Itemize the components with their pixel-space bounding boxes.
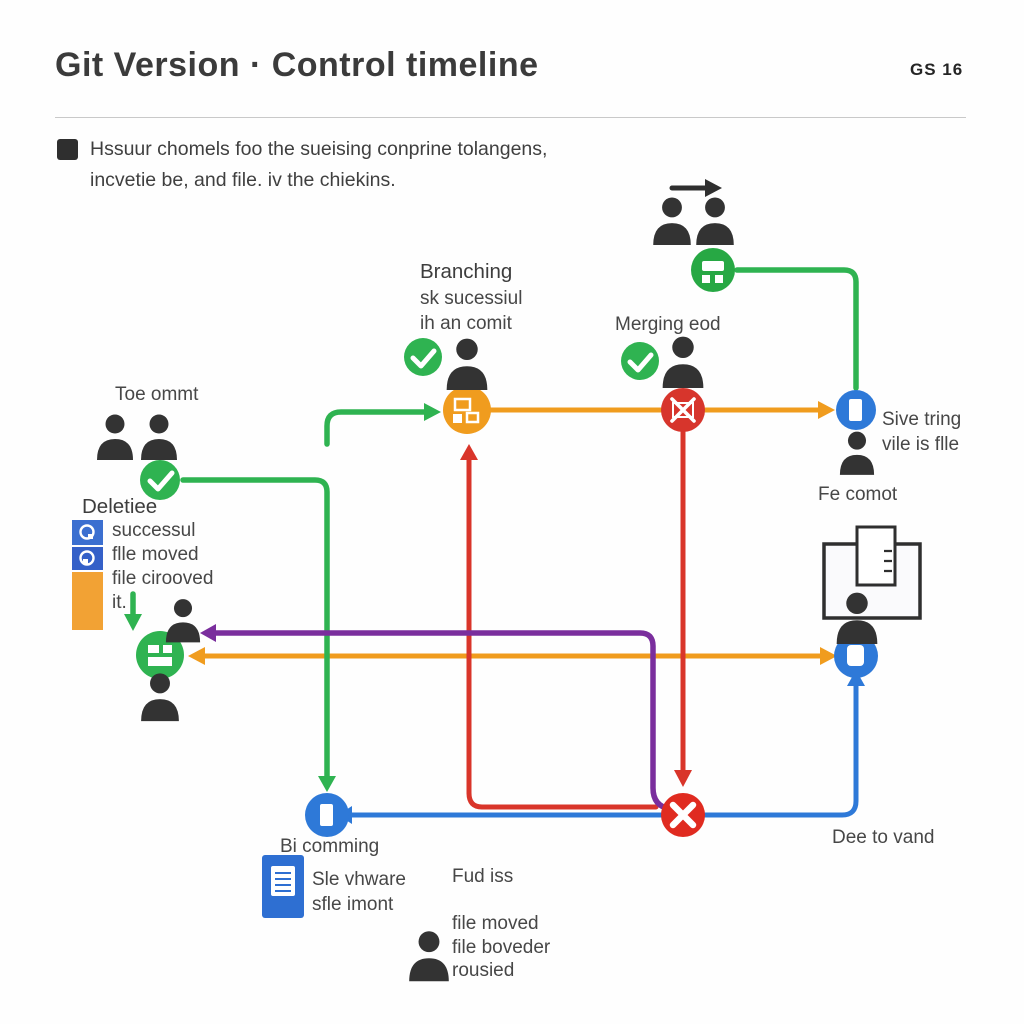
legend-color-bar bbox=[72, 520, 103, 630]
label-delete-item-2: flle moved bbox=[112, 544, 199, 565]
check-node-merge bbox=[621, 342, 659, 380]
label-delete-item-3: file cirooved bbox=[112, 568, 214, 589]
person-icon bbox=[446, 338, 488, 390]
monitor-with-document bbox=[822, 525, 922, 620]
check-node-branch bbox=[404, 338, 442, 376]
legend-line-2: incvetie be, and file. iv the chiekins. bbox=[90, 169, 396, 191]
person-icon bbox=[662, 336, 704, 388]
refresh-glyph-icon bbox=[79, 550, 95, 566]
purple-merge-back-line bbox=[200, 624, 673, 812]
person-icon bbox=[97, 414, 133, 460]
label-delete-item-4: it. bbox=[112, 592, 127, 613]
header-divider bbox=[55, 117, 966, 118]
label-deletiee: Deletiee bbox=[82, 495, 158, 518]
label-branching-sub1: sk sucessiul bbox=[420, 288, 523, 309]
blue-save-node bbox=[836, 390, 876, 430]
label-sfle-imont: sfle imont bbox=[312, 894, 394, 915]
legend-bullet-icon bbox=[57, 139, 78, 160]
label-branching: Branching bbox=[420, 260, 513, 283]
legend-line-1: Hssuur chomels foo the sueising conprine… bbox=[90, 138, 548, 160]
person-icon bbox=[696, 197, 734, 245]
check-node-delete bbox=[140, 460, 180, 500]
check-icon bbox=[147, 470, 175, 492]
person-icon bbox=[165, 599, 201, 643]
label-fud-iss: Fud iss bbox=[452, 866, 514, 887]
header-code: GS 16 bbox=[910, 60, 964, 79]
blue-document-badge bbox=[262, 855, 304, 918]
legend-text: Hssuur chomels foo the sueising conprine… bbox=[90, 134, 547, 196]
label-sive-tring: Sive tring bbox=[882, 409, 962, 430]
label-merging: Merging eod bbox=[615, 314, 721, 335]
green-repo-node bbox=[136, 631, 184, 679]
devices-icon bbox=[453, 397, 472, 412]
label-file-boveder: file boveder bbox=[452, 937, 551, 958]
label-file-moved: file moved bbox=[452, 913, 539, 934]
git-branch-icon bbox=[702, 261, 724, 271]
check-icon bbox=[627, 352, 654, 373]
repo-icon bbox=[148, 645, 159, 653]
red-x-node bbox=[661, 793, 705, 837]
conflict-icon bbox=[672, 402, 694, 418]
person-icon bbox=[141, 414, 177, 460]
check-icon bbox=[410, 348, 437, 369]
person-icon bbox=[409, 931, 449, 982]
refresh-glyph-icon bbox=[79, 524, 95, 540]
blue-stash-node bbox=[834, 634, 878, 678]
red-conflict-node bbox=[661, 388, 705, 432]
label-toe-ommt: Toe ommt bbox=[115, 384, 199, 405]
person-icon bbox=[141, 673, 179, 722]
top-right-arrow-icon bbox=[669, 179, 722, 197]
document-icon bbox=[855, 525, 897, 587]
person-icon bbox=[653, 197, 691, 245]
x-icon bbox=[669, 801, 697, 829]
label-rousied: rousied bbox=[452, 960, 515, 981]
label-branching-sub2: ih an comit bbox=[420, 313, 512, 334]
page-title: Git Version · Control timeline bbox=[55, 46, 539, 84]
label-fe-comot: Fe comot bbox=[818, 484, 898, 505]
blue-checkout-node bbox=[305, 793, 349, 837]
legend-blue-swatch-2 bbox=[72, 547, 103, 570]
file-icon bbox=[320, 804, 333, 826]
orange-timeline bbox=[188, 401, 837, 665]
blue-return-line bbox=[338, 670, 865, 824]
file-icon bbox=[849, 399, 862, 421]
label-delete-item-1: successul bbox=[112, 520, 196, 541]
label-dee-to-vand: Dee to vand bbox=[832, 827, 935, 848]
green-branch-line bbox=[124, 267, 859, 792]
label-bi-comming: Bi comming bbox=[280, 836, 380, 857]
legend-orange-swatch bbox=[72, 572, 103, 630]
person-icon bbox=[839, 431, 875, 475]
legend-blue-swatch-1 bbox=[72, 520, 103, 545]
label-vile-is-flle: vile is flle bbox=[882, 434, 960, 455]
orange-commit-node bbox=[443, 386, 491, 434]
file-icon bbox=[847, 645, 864, 666]
label-sle-vhware: Sle vhware bbox=[312, 869, 406, 890]
red-revert-line bbox=[460, 429, 692, 810]
green-branch-node bbox=[691, 248, 735, 292]
